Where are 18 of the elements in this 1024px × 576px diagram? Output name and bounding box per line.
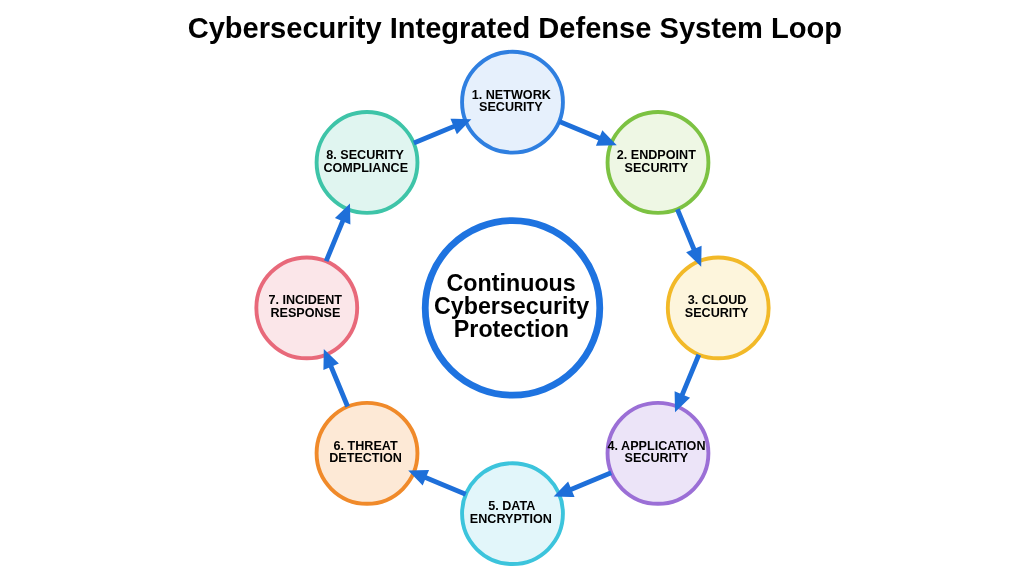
node-circle: 8. SECURITY COMPLIANCE: [314, 110, 419, 215]
node-circle: 2. ENDPOINT SECURITY: [605, 110, 710, 215]
arrow: [322, 349, 350, 408]
node-circle: 7. INCIDENT RESPONSE: [253, 255, 359, 361]
arrow: [323, 203, 350, 262]
node-circle: 1. NETWORK SECURITY: [459, 49, 565, 155]
node-circle: 4. APPLICATION SECURITY: [605, 401, 710, 506]
node-circle: 3. CLOUD SECURITY: [665, 255, 771, 361]
arrow: [674, 353, 701, 413]
arrow: [553, 470, 612, 497]
arrow: [412, 118, 471, 146]
arrow: [407, 470, 467, 497]
arrow: [557, 119, 617, 146]
arrow: [674, 208, 702, 267]
node-circle: 5. DATA ENCRYPTION: [459, 461, 565, 566]
node-circle: Continuous Cybersecurity Protection: [421, 217, 603, 399]
diagram-title: Cybersecurity Integrated Defense System Loop: [187, 12, 842, 45]
node-circle: 6. THREAT DETECTION: [314, 401, 419, 506]
